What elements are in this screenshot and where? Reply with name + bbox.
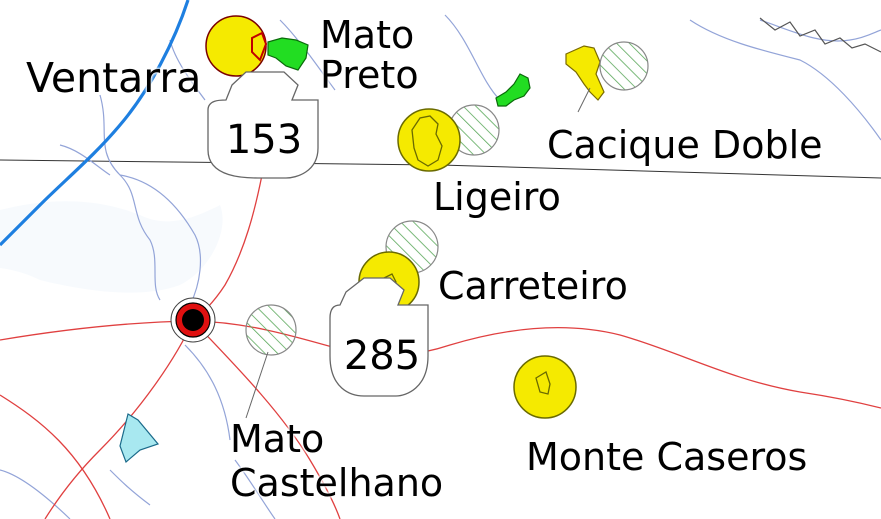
relief-shade xyxy=(0,201,223,293)
hatched-circles xyxy=(245,41,649,356)
city-marker-icon[interactable] xyxy=(170,297,216,343)
route-shield-285-number: 285 xyxy=(343,333,421,379)
reserve-circle-cacique[interactable] xyxy=(599,41,649,91)
town-circle-monte-caseros[interactable] xyxy=(513,355,577,419)
lake xyxy=(119,413,160,464)
town-circle-ligeiro[interactable] xyxy=(397,108,461,172)
reserve-circle-mato-castelhano[interactable] xyxy=(245,304,297,356)
town-circle-ventarra[interactable] xyxy=(205,15,268,77)
label-mato-preto-line1[interactable]: Mato xyxy=(320,13,415,57)
label-ventarra[interactable]: Ventarra xyxy=(26,54,202,102)
label-carreteiro[interactable]: Carreteiro xyxy=(438,264,628,308)
label-leaders xyxy=(245,87,591,419)
indigenous-area-mato-preto[interactable] xyxy=(267,37,309,71)
label-cacique-doble[interactable]: Cacique Doble xyxy=(547,123,823,167)
route-shield-285[interactable] xyxy=(329,277,429,397)
indigenous-area-ligeiro[interactable] xyxy=(495,73,531,107)
state-boundary xyxy=(759,17,881,53)
label-monte-caseros[interactable]: Monte Caseros xyxy=(526,435,808,479)
label-mato-preto-line2[interactable]: Preto xyxy=(320,53,419,97)
route-shield-153[interactable] xyxy=(207,71,319,179)
label-ligeiro[interactable]: Ligeiro xyxy=(433,175,561,219)
urban-area-cacique-doble[interactable] xyxy=(565,45,605,101)
route-shield-153-number: 153 xyxy=(225,117,303,163)
river-major xyxy=(0,0,190,247)
label-mato-castelhano-line1[interactable]: Mato xyxy=(230,417,325,461)
label-mato-castelhano-line2[interactable]: Castelhano xyxy=(230,461,444,505)
